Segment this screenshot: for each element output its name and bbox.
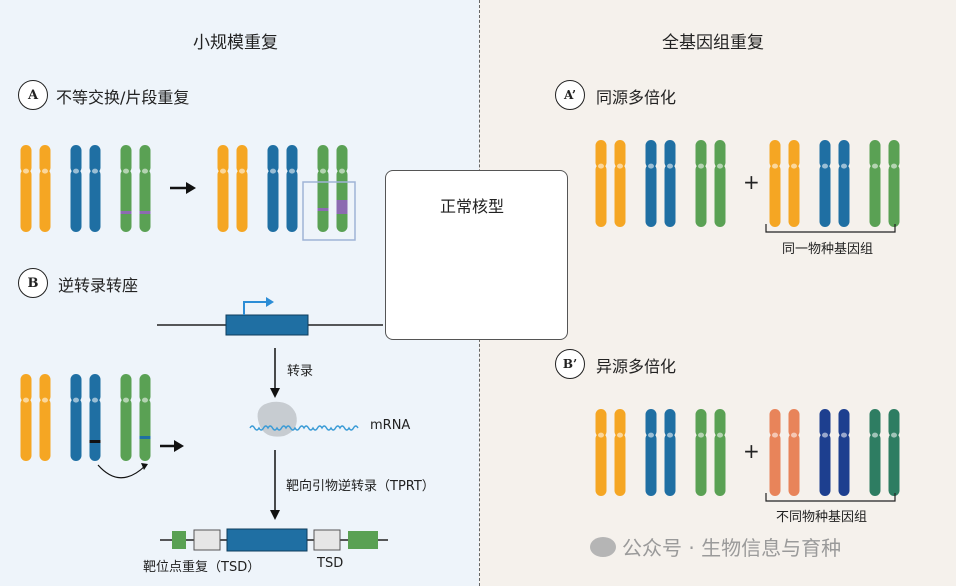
bp-left-chromosome-2 <box>614 409 626 496</box>
promoter-arrow-head <box>266 297 274 307</box>
bp-left-chromosome-6 <box>714 409 726 496</box>
bp-right-chromosome-5 <box>869 409 881 496</box>
b-chromosome-5 <box>120 374 132 461</box>
bp-right-chromosome-4 <box>838 409 850 496</box>
bracket-b-prime <box>765 493 896 502</box>
a-after-chromosome-1 <box>217 145 229 232</box>
section-a-title: 不等交换/片段重复 <box>56 88 190 107</box>
a-before-chromosome-3 <box>70 145 82 232</box>
transposition-curve-head <box>141 463 148 470</box>
section-b-prime-title: 异源多倍化 <box>596 357 677 376</box>
b-chromosome-3 <box>70 374 82 461</box>
wechat-icon <box>590 536 616 557</box>
bp-right-chromosome-2 <box>788 409 800 496</box>
badge-b: B <box>18 268 48 298</box>
ap-right-chromosome-5 <box>869 140 881 227</box>
a-before-chromosome-4 <box>89 145 101 232</box>
ap-left-chromosome-1 <box>595 140 607 227</box>
ap-left-chromosome-4 <box>664 140 676 227</box>
mrna-label: mRNA <box>370 418 411 433</box>
a-after-chromosome-2 <box>236 145 248 232</box>
bracket-a-prime <box>765 224 896 233</box>
down-arrow-2-head <box>270 510 280 520</box>
ribosome <box>257 401 297 437</box>
b-chromosome-4 <box>89 374 101 461</box>
a-before-chromosome-1 <box>20 145 32 232</box>
small-scale-heading: 小规模重复 <box>193 33 278 53</box>
section-b-title: 逆转录转座 <box>58 276 139 295</box>
ap-right-chromosome-3 <box>819 140 831 227</box>
gene-box <box>225 314 309 336</box>
inserted-gene-box <box>226 528 308 552</box>
b-chromosome-6 <box>139 374 151 461</box>
ap-left-chromosome-2 <box>614 140 626 227</box>
badge-a: A <box>18 80 48 110</box>
badge-b-prime: B’ <box>555 349 585 379</box>
bp-left-chromosome-3 <box>645 409 657 496</box>
ap-left-chromosome-5 <box>695 140 707 227</box>
a-after-chromosome-6 <box>336 145 348 232</box>
ap-left-chromosome-3 <box>645 140 657 227</box>
bp-right-chromosome-6 <box>888 409 900 496</box>
arrow-a-head <box>186 182 196 194</box>
flank-left <box>172 531 186 549</box>
ap-right-chromosome-2 <box>788 140 800 227</box>
different-species-genome-label: 不同物种基因组 <box>776 510 868 525</box>
plus-sign-b: + <box>743 439 760 463</box>
down-arrow-1-head <box>270 388 280 398</box>
ap-left-chromosome-6 <box>714 140 726 227</box>
ap-right-chromosome-4 <box>838 140 850 227</box>
ap-right-chromosome-6 <box>888 140 900 227</box>
ap-right-chromosome-1 <box>769 140 781 227</box>
bp-right-chromosome-1 <box>769 409 781 496</box>
tsd-left-box <box>193 529 221 551</box>
transposition-curve <box>97 464 146 479</box>
a-before-chromosome-2 <box>39 145 51 232</box>
bp-left-chromosome-5 <box>695 409 707 496</box>
a-after-chromosome-3 <box>267 145 279 232</box>
b-chromosome-1 <box>20 374 32 461</box>
tprt-label: 靶向引物逆转录（TPRT） <box>286 479 435 494</box>
b-chromosome-2 <box>39 374 51 461</box>
normal-karyotype-box <box>385 170 568 340</box>
a-before-chromosome-5 <box>120 145 132 232</box>
plus-sign-a: + <box>743 170 760 194</box>
normal-karyotype-title: 正常核型 <box>440 197 505 216</box>
same-species-genome-label: 同一物种基因组 <box>782 242 874 257</box>
bp-right-chromosome-3 <box>819 409 831 496</box>
transcription-label: 转录 <box>287 364 314 379</box>
section-a-prime-title: 同源多倍化 <box>596 88 677 107</box>
tsd-right-box <box>313 529 341 551</box>
flank-right <box>348 531 378 549</box>
promoter-arrow <box>243 301 268 315</box>
watermark: 公众号 · 生物信息与育种 <box>590 532 841 561</box>
a-after-chromosome-4 <box>286 145 298 232</box>
bp-left-chromosome-1 <box>595 409 607 496</box>
mrna-wave <box>249 425 359 431</box>
tsd-label-left: 靶位点重复（TSD） <box>143 560 261 575</box>
watermark-text: 公众号 · 生物信息与育种 <box>622 536 842 560</box>
bp-left-chromosome-4 <box>664 409 676 496</box>
tsd-label-right: TSD <box>317 556 344 571</box>
arrow-b-head <box>174 440 184 452</box>
a-before-chromosome-6 <box>139 145 151 232</box>
badge-a-prime: A’ <box>555 80 585 110</box>
highlight-box <box>302 181 356 241</box>
a-after-chromosome-5 <box>317 145 329 232</box>
wgd-heading: 全基因组重复 <box>662 33 764 53</box>
